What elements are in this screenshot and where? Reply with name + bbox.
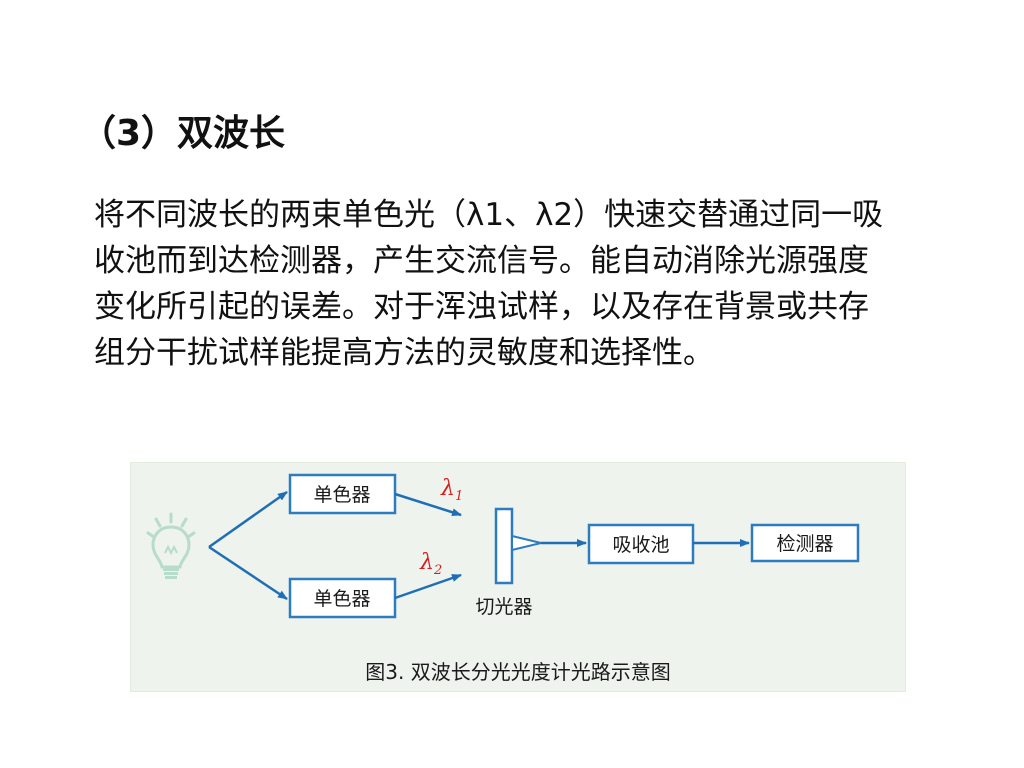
arrow bbox=[208, 545, 288, 601]
monochromator-1-label: 单色器 bbox=[313, 484, 370, 506]
arrow bbox=[394, 573, 462, 600]
arrow bbox=[394, 492, 462, 517]
light-bulb-icon bbox=[146, 512, 196, 579]
diagram-svg: 单色器 单色器 λ1 λ2 切光器 bbox=[146, 473, 860, 684]
detector-label: 检测器 bbox=[776, 533, 833, 555]
body-line: 收池而到达检测器，产生交流信号。能自动消除光源强度 bbox=[94, 243, 869, 279]
optical-path-diagram: 单色器 单色器 λ1 λ2 切光器 bbox=[130, 462, 906, 692]
body-line: 将不同波长的两束单色光（λ1、λ2）快速交替通过同一吸 bbox=[94, 197, 884, 233]
lambda-2-label: λ2 bbox=[419, 550, 442, 578]
lambda-1-label: λ1 bbox=[440, 476, 463, 504]
chopper-label: 切光器 bbox=[475, 596, 532, 618]
detector-box: 检测器 bbox=[750, 523, 860, 563]
section-heading: （3）双波长 bbox=[80, 113, 286, 154]
body-line: 组分干扰试样能提高方法的灵敏度和选择性。 bbox=[94, 335, 714, 371]
monochromator-2-label: 单色器 bbox=[313, 588, 370, 610]
figure-caption: 图3. 双波长分光光度计光路示意图 bbox=[365, 660, 670, 684]
absorption-cell-box: 吸收池 bbox=[587, 523, 695, 565]
monochromator-box-2: 单色器 bbox=[288, 577, 397, 619]
body-paragraph: 将不同波长的两束单色光（λ1、λ2）快速交替通过同一吸 收池而到达检测器，产生交… bbox=[94, 192, 964, 376]
arrow bbox=[208, 490, 288, 549]
chopper bbox=[494, 507, 542, 585]
monochromator-box-1: 单色器 bbox=[288, 473, 397, 515]
absorption-cell-label: 吸收池 bbox=[612, 534, 669, 556]
body-line: 变化所引起的误差。对于浑浊试样，以及存在背景或共存 bbox=[94, 289, 869, 325]
